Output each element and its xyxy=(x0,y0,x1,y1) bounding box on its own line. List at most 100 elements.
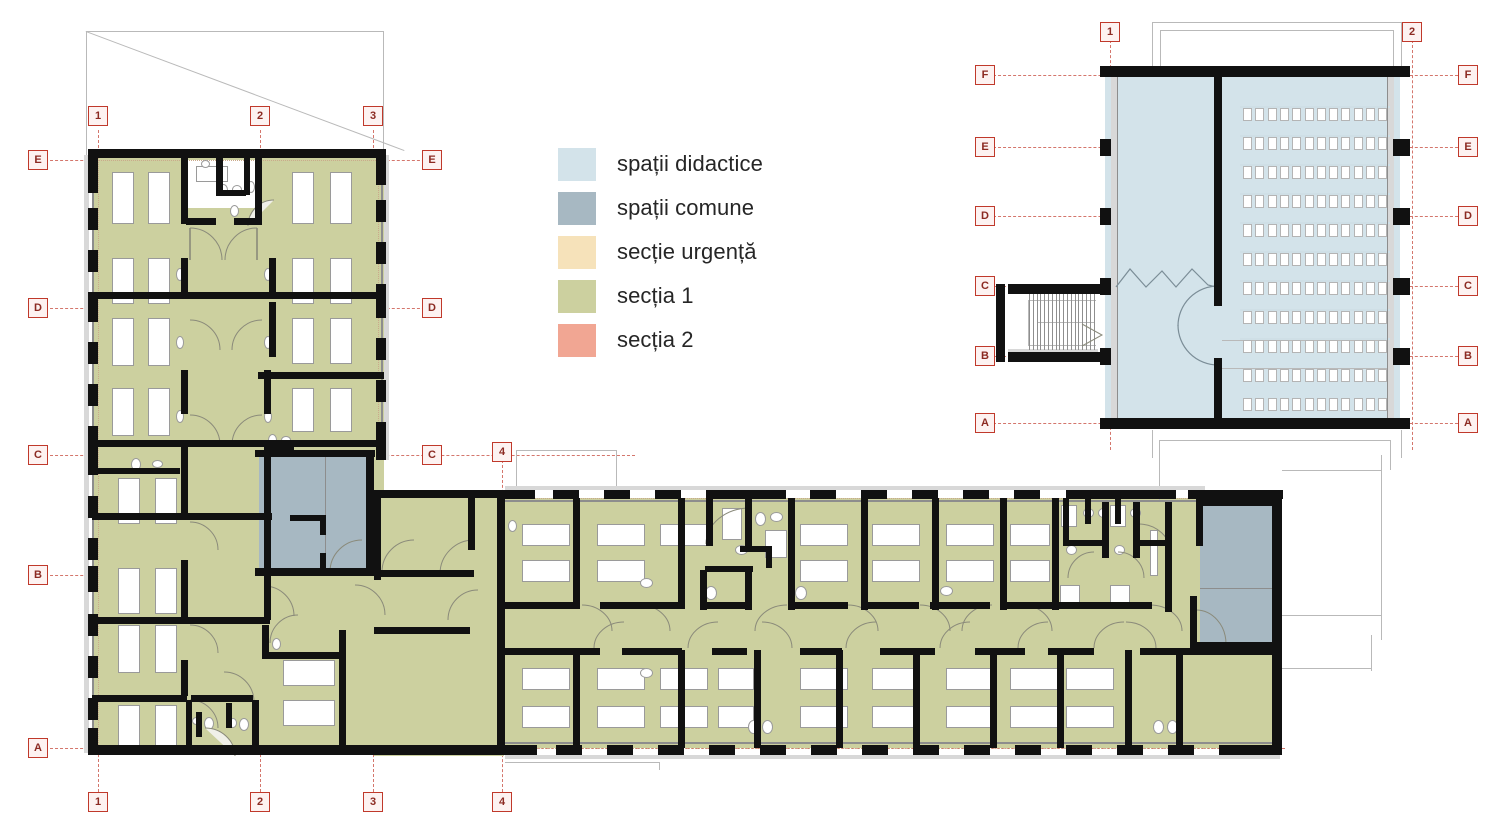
gridmark-bottom-2[interactable]: 2 xyxy=(250,792,270,812)
wc-icon-lwg3 xyxy=(795,586,807,600)
gridmark-bottom-3[interactable]: 3 xyxy=(363,792,383,812)
auditorium-seat xyxy=(1366,108,1375,121)
common-space-left xyxy=(259,455,369,572)
room-div-u8 xyxy=(861,498,868,610)
auditorium-seat xyxy=(1243,108,1252,121)
table xyxy=(283,660,335,686)
bed xyxy=(148,388,170,436)
aud-gridmark-top-2[interactable]: 2 xyxy=(1402,22,1422,42)
pier-left-14 xyxy=(88,698,98,720)
auditorium-seat xyxy=(1316,108,1326,121)
aud-line-2 xyxy=(1222,368,1387,369)
auditorium-seat xyxy=(1353,311,1363,324)
gridmark-right-E[interactable]: E xyxy=(422,150,442,170)
corridor-wall-left-g xyxy=(269,302,276,357)
gridmark-left-D[interactable]: D xyxy=(28,298,48,318)
gridmark-right-D[interactable]: D xyxy=(422,298,442,318)
auditorium-seat xyxy=(1341,282,1351,295)
long-corr-wall-lower-7 xyxy=(1048,648,1094,655)
site-line-bot-long2 xyxy=(659,762,660,770)
pier-left-5 xyxy=(88,342,98,364)
auditorium-seat xyxy=(1329,253,1339,266)
aud-gridmark-right-F[interactable]: F xyxy=(1458,65,1478,85)
gridmark-top-1[interactable]: 1 xyxy=(88,106,108,126)
aud-gridmark-left-B[interactable]: B xyxy=(975,346,995,366)
aud-gridmark-top-1[interactable]: 1 xyxy=(1100,22,1120,42)
aud-site-right2 xyxy=(1393,30,1394,70)
stair-tread xyxy=(1051,294,1053,350)
auditorium-seat xyxy=(1378,282,1388,295)
long-corr-wall-upper-7 xyxy=(1002,602,1057,609)
auditorium-seat xyxy=(1267,311,1277,324)
aud-gridmark-right-D[interactable]: D xyxy=(1458,206,1478,226)
stair-wall-bottom xyxy=(1008,352,1106,362)
site-right-7 xyxy=(1390,440,1391,470)
stair-tread xyxy=(1036,294,1038,350)
legend: spații didactice spații comune secție ur… xyxy=(558,142,763,362)
site-line-top xyxy=(86,31,384,32)
bed xyxy=(597,524,645,546)
gridmark-left-E[interactable]: E xyxy=(28,150,48,170)
door-arc xyxy=(1177,324,1219,366)
gridmark-right-C[interactable]: C xyxy=(422,445,442,465)
long-wing-hatch-bot xyxy=(505,755,1280,759)
long-corr-wall-lower-9 xyxy=(1190,648,1280,655)
auditorium-seat xyxy=(1329,369,1339,382)
long-wing-wall-top-4 xyxy=(655,490,681,499)
aud-gridmark-left-C[interactable]: C xyxy=(975,276,995,296)
gridmark-bottom-1[interactable]: 1 xyxy=(88,792,108,812)
gridmark-top-3[interactable]: 3 xyxy=(363,106,383,126)
auditorium-seat xyxy=(1366,398,1375,411)
aud-gridmark-left-F[interactable]: F xyxy=(975,65,995,85)
common-space-right xyxy=(1200,505,1272,645)
aud-gridmark-right-C[interactable]: C xyxy=(1458,276,1478,296)
long-wall-bot-10 xyxy=(964,745,990,755)
gridmark-left-B[interactable]: B xyxy=(28,565,48,585)
pier-left-11 xyxy=(88,566,98,592)
aud-gridmark-left-A[interactable]: A xyxy=(975,413,995,433)
auditorium-seat xyxy=(1353,224,1363,237)
room-div-l6 xyxy=(990,650,997,748)
aud-site-left xyxy=(1152,22,1153,70)
aud-gridmark-left-D[interactable]: D xyxy=(975,206,995,226)
long-wall-bot-15 xyxy=(1219,745,1280,755)
aud-gridmark-left-E[interactable]: E xyxy=(975,137,995,157)
long-wall-bot-12 xyxy=(1066,745,1092,755)
door-arc xyxy=(269,614,299,644)
auditorium-seat xyxy=(1279,137,1289,150)
bed xyxy=(148,172,170,224)
common-wall-mid-v xyxy=(320,515,326,535)
bath-wall-lw-4 xyxy=(92,468,134,474)
bath-wall-lw-6 xyxy=(196,712,202,737)
auditorium-seat xyxy=(1329,398,1339,411)
gridmark-top-2[interactable]: 2 xyxy=(250,106,270,126)
aud-pier-r-D xyxy=(1393,208,1410,225)
auditorium-seat xyxy=(1366,282,1375,295)
door-arc xyxy=(581,604,613,632)
partition-lw-mid3 xyxy=(92,617,270,624)
gridmark-bottom-4[interactable]: 4 xyxy=(492,792,512,812)
aud-gridmark-right-E[interactable]: E xyxy=(1458,137,1478,157)
auditorium-seat xyxy=(1304,224,1314,237)
gridmark-left-C[interactable]: C xyxy=(28,445,48,465)
auditorium-seat xyxy=(1316,311,1326,324)
bed xyxy=(522,668,570,690)
common-right-wall-top xyxy=(1196,498,1276,506)
corridor-wall-left-c xyxy=(186,218,216,225)
aud-site-right xyxy=(1401,22,1402,70)
bed xyxy=(118,478,140,524)
gridmark-left-A[interactable]: A xyxy=(28,738,48,758)
bed xyxy=(118,568,140,614)
mid-block-wall-mid xyxy=(374,570,474,577)
gridmark-mid-4[interactable]: 4 xyxy=(492,442,512,462)
pier-left-3 xyxy=(88,250,98,272)
auditorium-seat xyxy=(1316,253,1326,266)
aud-gridmark-right-A[interactable]: A xyxy=(1458,413,1478,433)
auditorium-seat xyxy=(1255,195,1265,208)
site-diagonal xyxy=(85,31,405,152)
auditorium-seat xyxy=(1304,166,1314,179)
sink-icon-lwg6 xyxy=(640,668,653,678)
aud-gridmark-right-B[interactable]: B xyxy=(1458,346,1478,366)
common-wall-top xyxy=(255,450,375,457)
site-line-bot-long xyxy=(505,762,660,763)
